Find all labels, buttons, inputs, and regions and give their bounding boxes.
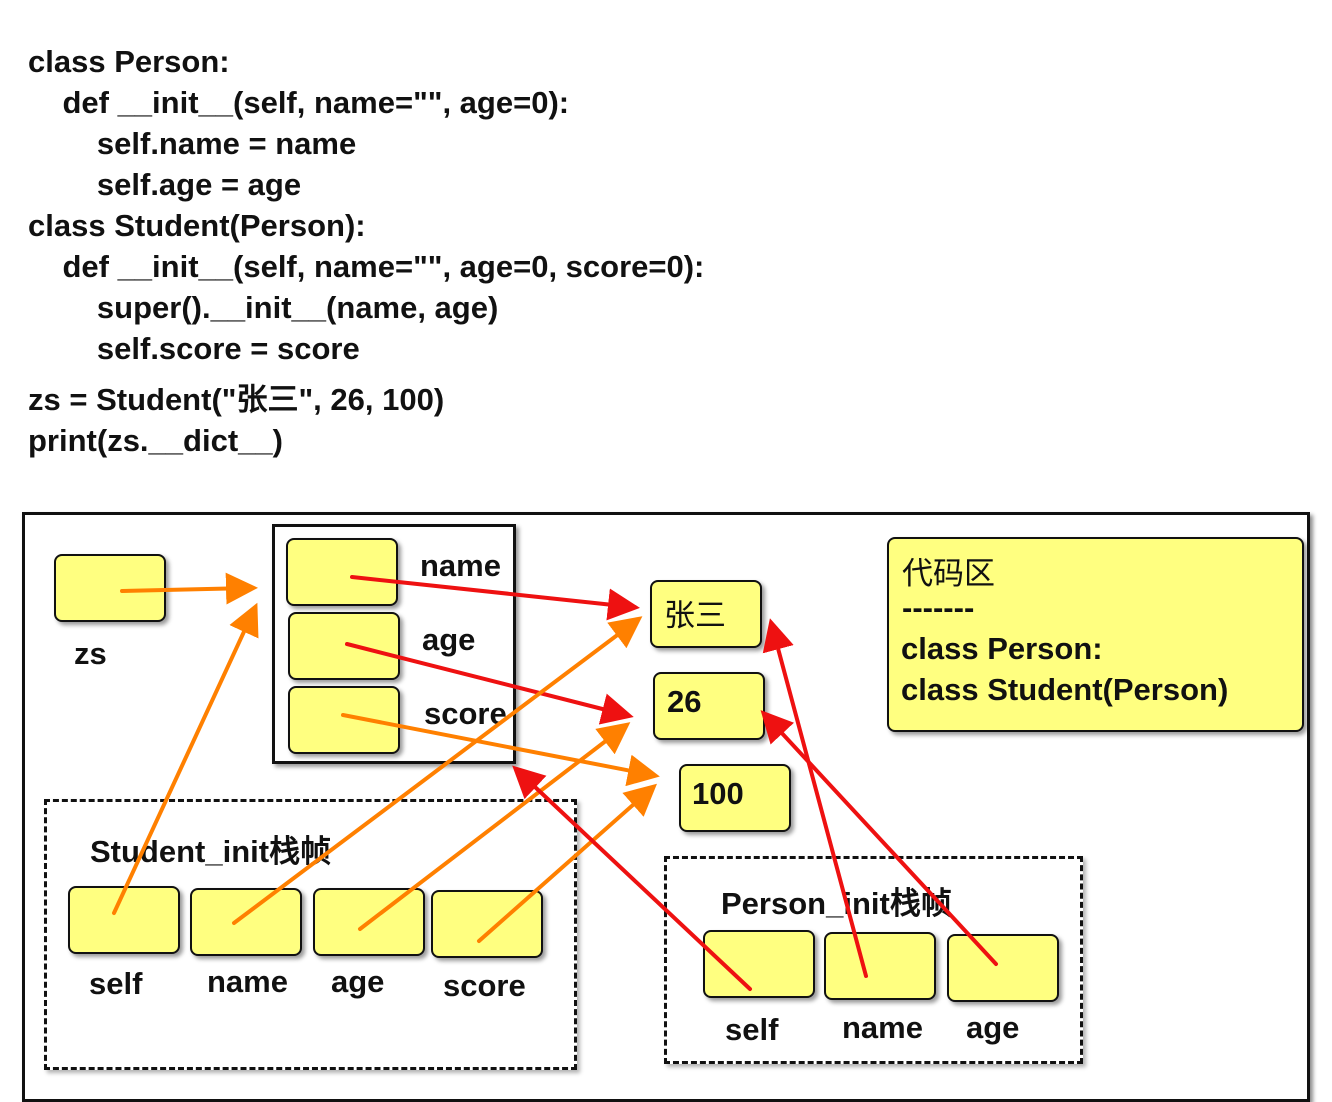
student-frame-title: Student_init栈帧: [90, 826, 331, 871]
student-var-name-box: [190, 888, 302, 956]
code-area-line2: class Student(Person): [901, 672, 1229, 707]
person-var-self-box: [703, 930, 815, 998]
code-line: class Person:: [28, 44, 230, 79]
value-box-name: [650, 580, 762, 648]
student-var-name-label: name: [207, 964, 288, 999]
person-var-self-label: self: [725, 1012, 779, 1047]
object-slot-score: [288, 686, 400, 754]
object-slot-name: [286, 538, 398, 606]
code-line: self.name = name: [28, 126, 357, 161]
student-var-score-label: score: [443, 968, 526, 1003]
code-area-separator: -------: [902, 590, 975, 625]
person-frame-title-text: Person_init栈帧: [721, 886, 952, 921]
value-score-text: 100: [692, 776, 744, 811]
code-line: def __init__(self, name="", age=0):: [28, 85, 570, 120]
student-frame-title-text: Student_init栈帧: [90, 834, 332, 869]
object-attr-score-label: score: [424, 696, 507, 731]
student-var-self-box: [68, 886, 180, 954]
code-line: super().__init__(name, age): [28, 290, 499, 325]
person-var-age-label: age: [966, 1010, 1020, 1045]
student-var-score-box: [431, 890, 543, 958]
person-var-age-box: [947, 934, 1059, 1002]
person-var-name-box: [824, 932, 936, 1000]
person-frame-title: Person_init栈帧: [721, 878, 952, 923]
value-age-text: 26: [667, 684, 702, 719]
code-line: class Student(Person):: [28, 208, 366, 243]
value-box-age: [653, 672, 765, 740]
object-attr-age-label: age: [422, 622, 476, 657]
student-var-age-label: age: [331, 964, 385, 999]
object-slot-age: [288, 612, 400, 680]
code-line: self.age = age: [28, 167, 302, 202]
code-line: print(zs.__dict__): [28, 423, 283, 458]
value-name-text: 张三: [664, 598, 726, 634]
code-line: self.score = score: [28, 331, 360, 366]
code-area-box: [887, 537, 1304, 732]
person-var-name-label: name: [842, 1010, 923, 1045]
student-var-self-label: self: [89, 966, 143, 1001]
zs-variable-box: [54, 554, 166, 622]
zs-label: zs: [74, 636, 107, 671]
code-line: def __init__(self, name="", age=0, score…: [28, 249, 705, 284]
code-line: zs = Student("张三", 26, 100): [28, 382, 445, 417]
object-attr-name-label: name: [420, 548, 501, 583]
code-area-line1: class Person:: [901, 631, 1103, 666]
code-area-title: 代码区: [902, 556, 995, 592]
student-var-age-box: [313, 888, 425, 956]
